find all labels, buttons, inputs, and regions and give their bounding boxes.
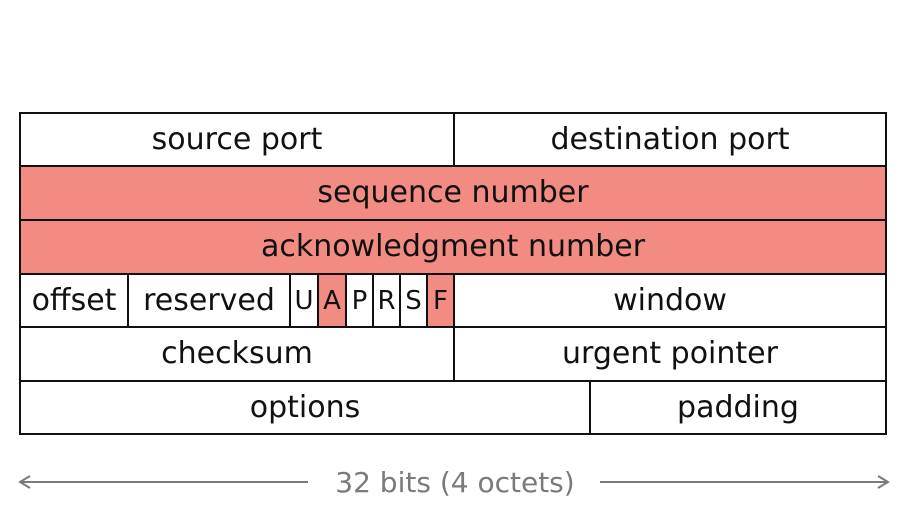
column-divider — [589, 380, 591, 435]
column-divider — [372, 273, 374, 327]
options-field: options — [20, 381, 590, 434]
column-divider — [426, 273, 428, 327]
flag-fin: F — [427, 274, 454, 327]
flag-syn: S — [400, 274, 427, 327]
flag-urg: U — [290, 274, 318, 327]
sequence-number-field: sequence number — [20, 166, 886, 220]
padding-field: padding — [590, 381, 886, 434]
column-divider — [127, 273, 129, 327]
flag-ack: A — [318, 274, 346, 327]
width-indicator: 32 bits (4 octets) — [0, 460, 916, 504]
window-field: window — [454, 274, 886, 327]
column-divider — [289, 273, 291, 327]
left-arrow-icon — [18, 475, 308, 489]
destination-port-field: destination port — [454, 113, 886, 166]
reserved-field: reserved — [128, 274, 290, 327]
row-divider — [19, 380, 887, 382]
offset-field: offset — [20, 274, 128, 327]
column-divider — [453, 112, 455, 166]
flag-rst: R — [373, 274, 400, 327]
row-divider — [19, 219, 887, 221]
row-divider — [19, 165, 887, 167]
checksum-field: checksum — [20, 327, 454, 381]
right-arrow-icon — [600, 475, 890, 489]
column-divider — [345, 273, 347, 327]
flag-psh: P — [346, 274, 373, 327]
column-divider — [453, 273, 455, 327]
column-divider — [453, 326, 455, 381]
width-label: 32 bits (4 octets) — [335, 465, 575, 499]
urgent-pointer-field: urgent pointer — [454, 327, 886, 381]
column-divider — [399, 273, 401, 327]
source-port-field: source port — [20, 113, 454, 166]
column-divider — [317, 273, 319, 327]
acknowledgment-number-field: acknowledgment number — [20, 220, 886, 274]
